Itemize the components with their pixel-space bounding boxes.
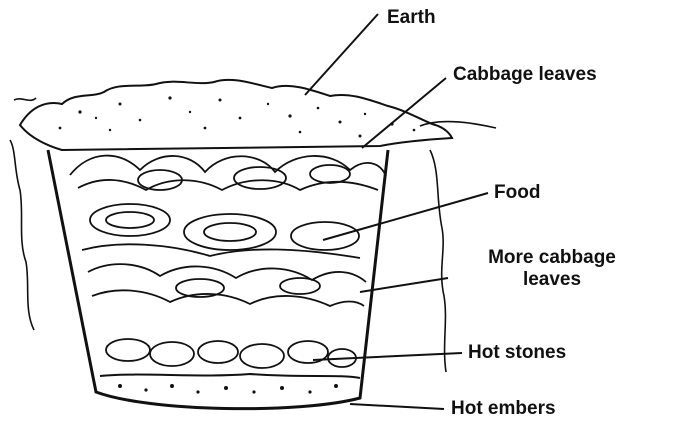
leader-food xyxy=(323,193,488,240)
label-earth: Earth xyxy=(387,7,436,29)
label-more-cabbage-line1: More cabbage xyxy=(452,247,652,269)
leader-earth xyxy=(305,14,378,95)
label-more-cabbage-leaves: More cabbage leaves xyxy=(452,247,652,291)
hot-embers-layer xyxy=(100,374,360,394)
earth-mound xyxy=(20,80,452,150)
label-more-cabbage-line2: leaves xyxy=(452,269,652,291)
label-food: Food xyxy=(494,182,540,204)
leader-hot-embers xyxy=(350,404,444,409)
cabbage-leaves-layer xyxy=(70,156,386,190)
hot-stones-layer xyxy=(106,339,356,368)
more-cabbage-layer xyxy=(88,264,366,306)
label-hot-stones: Hot stones xyxy=(468,342,566,364)
label-cabbage-leaves: Cabbage leaves xyxy=(453,64,597,86)
food-layer xyxy=(82,204,360,258)
label-hot-embers: Hot embers xyxy=(451,398,556,420)
